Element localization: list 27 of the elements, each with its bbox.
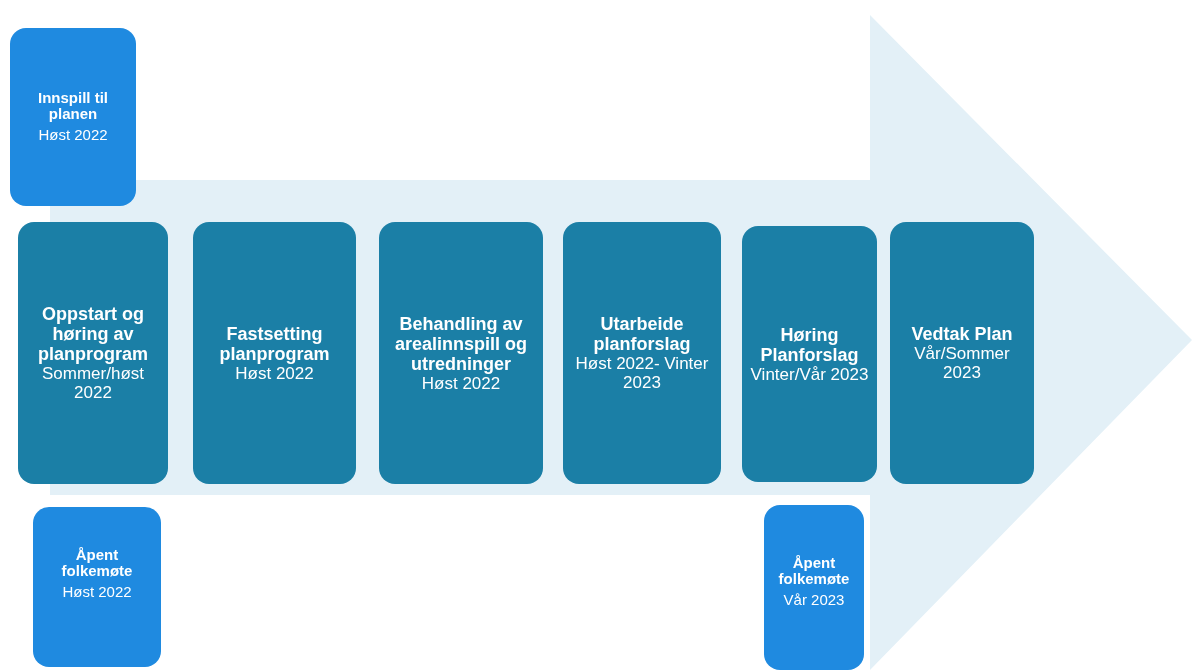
phase-title: Åpent folkemøte (777, 555, 851, 587)
phase-title: Åpent folkemøte (60, 547, 134, 579)
phase-date: Vinter/Vår 2023 (750, 364, 869, 384)
event-box (10, 28, 136, 206)
phase-date: Vår 2023 (783, 591, 845, 609)
phase-box (18, 222, 168, 484)
event-box (764, 505, 864, 670)
phase-title: Behandling av arealinnspill og utredninger (394, 313, 528, 374)
phase-box (379, 222, 543, 484)
phase-date: Vår/Sommer 2023 (913, 344, 1011, 382)
phase-date: Høst 2022 (235, 363, 314, 383)
phase-title: Innspill til planen (37, 90, 109, 122)
phase-box (742, 226, 877, 482)
phase-date: Høst 2022 (421, 373, 501, 393)
phase-title: Fastsetting planprogram (218, 323, 331, 364)
event-box (33, 507, 161, 667)
phase-box (193, 222, 356, 484)
phase-title: Oppstart og høring av planprogram (37, 304, 149, 364)
phase-date: Høst 2022 (38, 126, 108, 144)
phase-date: Høst 2022- Vinter 2023 (574, 354, 710, 392)
phase-date: Sommer/høst 2022 (41, 364, 145, 402)
phase-date: Høst 2022 (62, 583, 132, 601)
phase-title: Utarbeide planforslag (592, 314, 692, 354)
phase-title: Høring Planforslag (759, 324, 860, 365)
phase-box (890, 222, 1034, 484)
phase-title: Vedtak Plan (911, 324, 1013, 344)
phase-box (563, 222, 721, 484)
